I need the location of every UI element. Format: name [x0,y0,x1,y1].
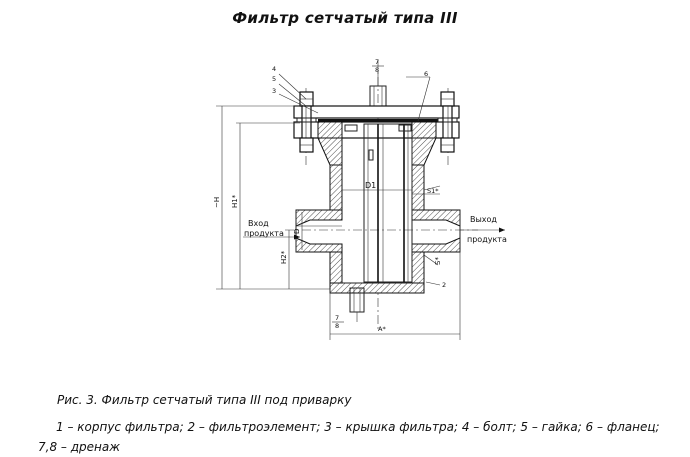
outlet-pipe [411,209,461,253]
inlet-label-line1: Вход [248,219,269,228]
filter-cover [293,105,460,119]
dim-d-label: D [293,229,301,234]
callout-7-top: 7 [375,58,379,66]
callout-8-top: 8 [375,66,379,74]
bolt-left [296,91,317,153]
filter-element [344,123,413,283]
callout-8-bottom: 8 [335,322,339,330]
outlet-label-line2: продукта [467,235,507,244]
filter-body [329,164,425,294]
cover-flange-assembly [293,105,460,166]
figure-caption: Рис. 3. Фильтр сетчатый типа III под при… [57,393,352,407]
outlet-label-line1: Выход [470,215,497,224]
bolt-right [437,91,458,153]
dim-a-label: A* [378,325,386,333]
callout-5: 5 [272,75,276,83]
dimension-lines [216,70,505,340]
callout-7-bottom: 7 [335,314,339,322]
figure-legend: 1 – корпус фильтра; 2 – фильтроэлемент; … [38,420,660,454]
inlet-label-line2: продукта [244,229,284,238]
flange-hub-right [411,137,437,166]
flange-hub-left [317,137,343,166]
callout-4: 4 [272,65,276,73]
dim-d1-label: D1 [365,181,376,190]
dim-s1-label: S1* [427,187,439,195]
inlet-pipe [295,209,343,253]
dim-h1-label: H1* [231,194,239,208]
callout-2: 2 [442,281,446,289]
page-title: Фильтр сетчатый типа III [232,9,458,27]
gasket [318,119,438,122]
dim-h2-label: H2* [280,250,288,264]
dim-s-label: S* [434,257,442,265]
dim-h-label: ~H [213,197,221,208]
callout-3: 3 [272,87,276,95]
callout-6: 6 [424,70,428,78]
